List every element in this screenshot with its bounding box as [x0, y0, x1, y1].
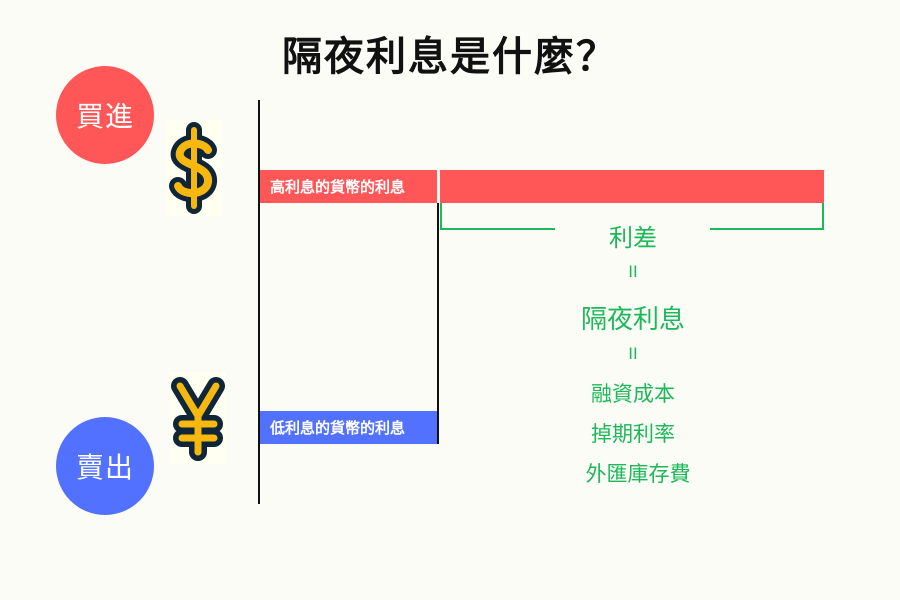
low-rate-label: 低利息的貨幣的利息	[270, 419, 406, 437]
spread-label: 利差	[609, 224, 657, 252]
spread-bracket-left	[440, 203, 442, 230]
spread-bracket-right	[822, 203, 824, 230]
yen-icon	[170, 372, 226, 464]
buy-label: 買進	[75, 100, 134, 133]
high-rate-label: 高利息的貨幣的利息	[270, 178, 406, 196]
equals-sign: II	[628, 344, 638, 363]
synonym-swap-rate: 掉期利率	[591, 422, 675, 446]
low-rate-divider	[437, 203, 439, 444]
spread-bracket-right-h	[710, 228, 824, 230]
sell-badge: 賣出	[56, 417, 154, 515]
high-rate-bar	[440, 170, 824, 203]
page-title: 隔夜利息是什麼？	[282, 34, 618, 80]
spread-bracket-left-h	[440, 228, 555, 230]
timeline-axis	[258, 100, 260, 504]
synonym-financing-cost: 融資成本	[591, 382, 675, 406]
low-rate-label-bar: 低利息的貨幣的利息	[260, 411, 437, 444]
dollar-icon	[166, 120, 222, 216]
buy-badge: 買進	[56, 66, 154, 164]
sell-label: 賣出	[75, 451, 134, 484]
synonym-rollover-fee: 外匯庫存費	[585, 462, 691, 486]
high-rate-label-bar: 高利息的貨幣的利息	[260, 170, 437, 203]
equals-sign: II	[628, 262, 638, 281]
overnight-interest-label: 隔夜利息	[580, 305, 685, 335]
